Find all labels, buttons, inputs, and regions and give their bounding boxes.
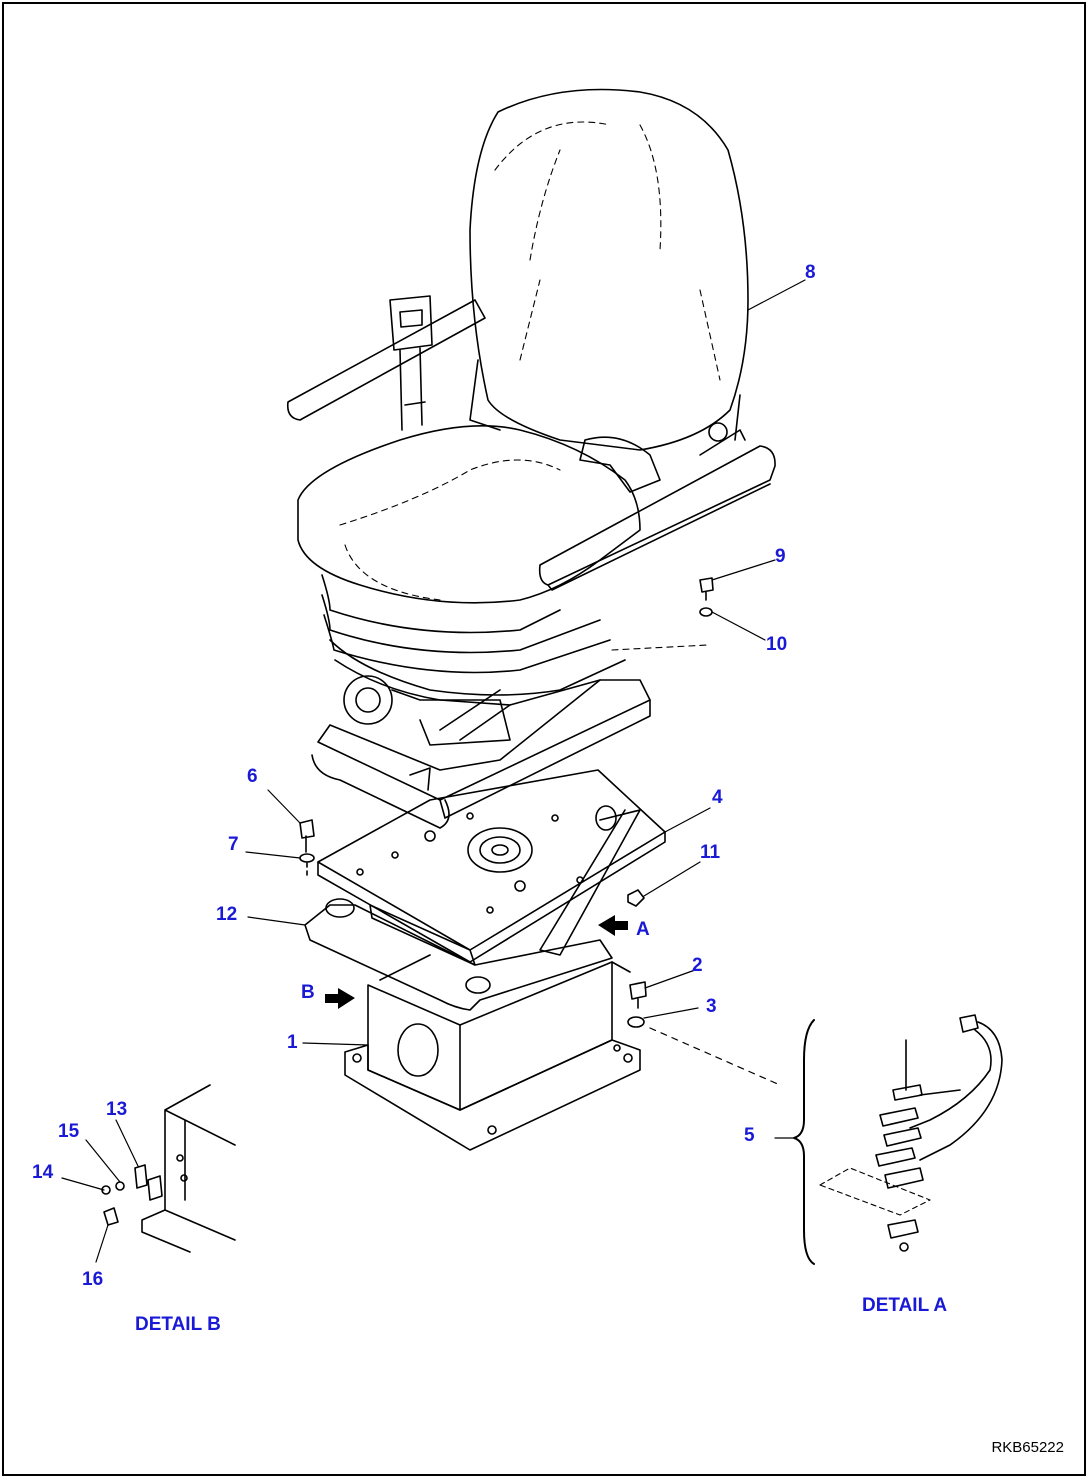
view-label-a: A [636,919,650,940]
callout-3: 3 [706,996,717,1017]
right-armrest [538,422,776,591]
callout-16: 16 [82,1269,104,1290]
callout-2: 2 [692,955,703,976]
callout-7: 7 [228,834,239,855]
bracket-frame [304,898,613,1011]
detail-a-view [774,1014,1003,1265]
detail-b-title: DETAIL B [135,1314,221,1335]
seat-backrest [469,88,749,451]
leader-lines [245,279,806,1086]
hardware [299,577,714,1028]
view-arrows [325,915,628,1009]
callout-5: 5 [744,1125,755,1146]
callout-1: 1 [287,1032,298,1053]
callout-6: 6 [247,766,258,787]
left-armrest [286,295,486,431]
detail-a-title: DETAIL A [862,1295,948,1316]
callout-14: 14 [32,1162,54,1183]
callout-12: 12 [216,904,238,925]
callout-13: 13 [106,1099,128,1120]
callout-9: 9 [775,546,786,567]
callout-8: 8 [805,262,816,283]
seat-stand [344,961,641,1151]
seat-suspension [311,644,709,829]
drawing-code: RKB65222 [991,1439,1064,1456]
detail-b-view [61,1084,236,1263]
view-label-b: B [301,982,315,1003]
callout-10: 10 [766,634,788,655]
callout-15: 15 [58,1121,80,1142]
swivel-plate [317,769,666,966]
callout-11: 11 [700,842,721,863]
callout-4: 4 [712,787,723,808]
